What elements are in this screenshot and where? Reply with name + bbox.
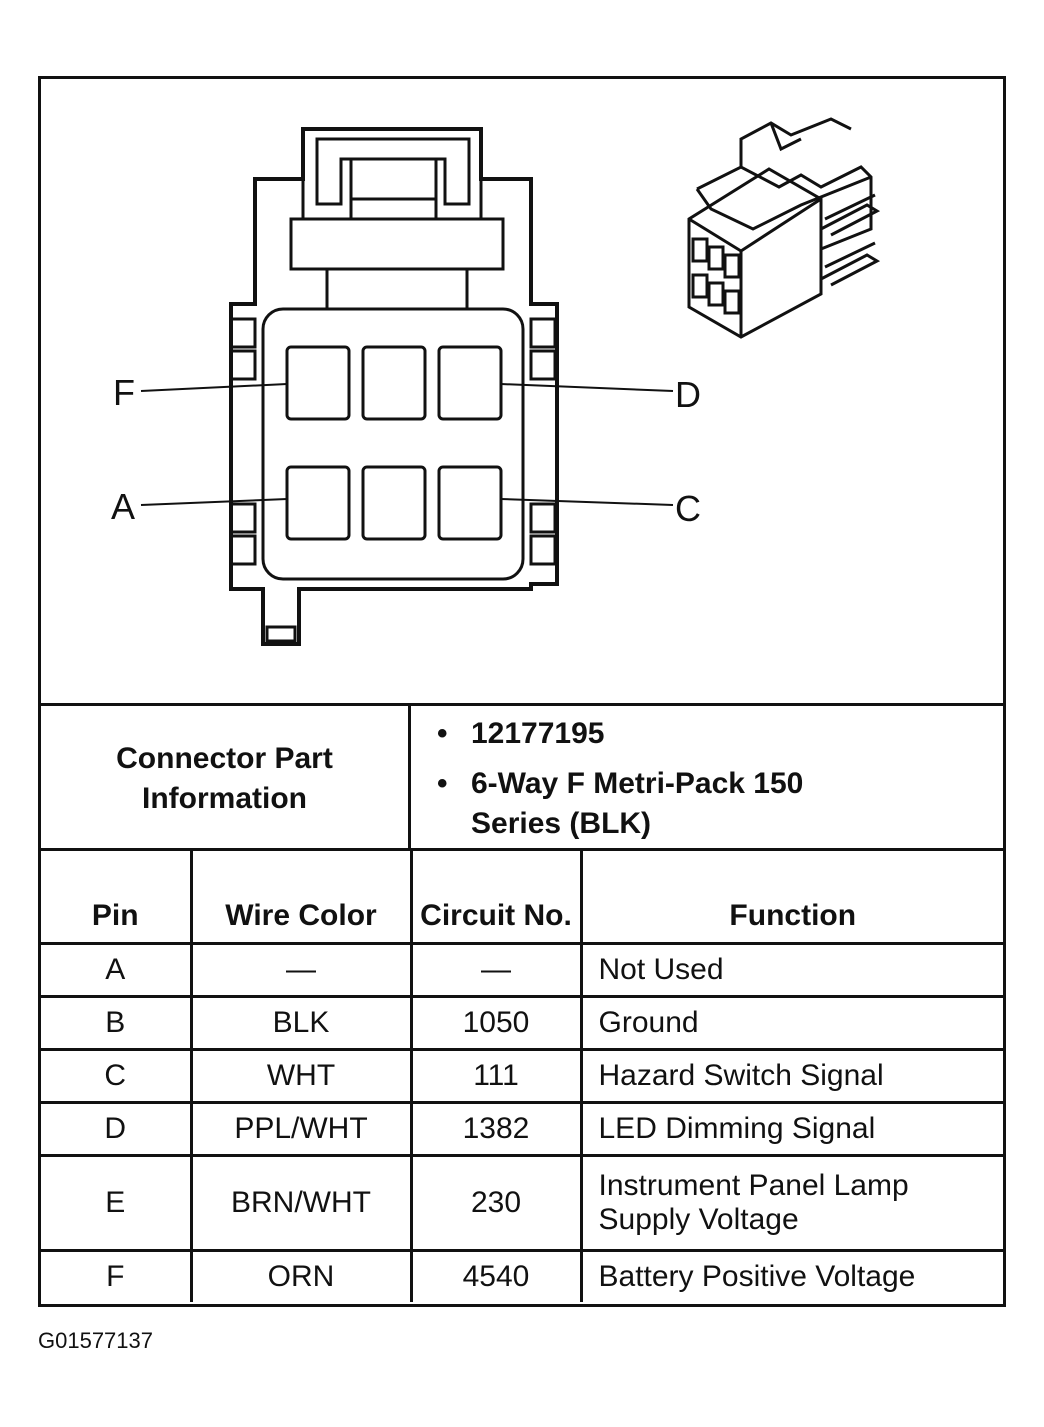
connector-part-info-row: Connector Part Information 12177195 6-Wa… xyxy=(41,703,1003,851)
leader-line-d xyxy=(500,383,674,392)
cell-pin: E xyxy=(41,1154,193,1252)
table-row: C WHT 111 Hazard Switch Signal xyxy=(41,1048,1003,1104)
cell-pin: B xyxy=(41,995,193,1051)
pin-cavity-d xyxy=(437,345,503,421)
table-row: F ORN 4540 Battery Positive Voltage xyxy=(41,1249,1003,1302)
connector-part-info-label: Connector Part Information xyxy=(116,741,333,815)
pin-cavity-e xyxy=(361,345,427,421)
connector-illustration-area: F D A C xyxy=(41,79,1003,703)
connector-housing-outline xyxy=(229,127,559,646)
cell-circuit-no: 1382 xyxy=(409,1101,583,1157)
connector-cavity xyxy=(261,307,525,581)
pin-label-lower-right: C xyxy=(675,488,701,529)
cell-wire-color: PPL/WHT xyxy=(189,1101,413,1157)
cell-circuit-no: 4540 xyxy=(409,1249,583,1302)
connector-diagram-frame: F D A C xyxy=(38,76,1006,1307)
cell-function: LED Dimming Signal xyxy=(579,1101,1003,1157)
pin-cavity-f xyxy=(285,345,351,421)
cell-pin: F xyxy=(41,1249,193,1302)
header-function: Function xyxy=(579,848,1003,945)
pin-label-lower-left: A xyxy=(111,486,135,527)
cell-circuit-no: 230 xyxy=(409,1154,583,1252)
cell-wire-color: BRN/WHT xyxy=(189,1154,413,1252)
header-wire-color: Wire Color xyxy=(189,848,413,945)
table-header-row: Pin Wire Color Circuit No. Function xyxy=(41,848,1003,945)
connector-description: 6-Way F Metri-Pack 150 Series (BLK) xyxy=(437,764,871,844)
header-circuit-no: Circuit No. xyxy=(409,848,583,945)
pin-cavity-c xyxy=(437,465,503,541)
cell-circuit-no: 111 xyxy=(409,1048,583,1104)
cell-function: Battery Positive Voltage xyxy=(579,1249,1003,1302)
table-row: E BRN/WHT 230 Instrument Panel Lamp Supp… xyxy=(41,1154,1003,1252)
pin-label-upper-right: D xyxy=(675,374,701,415)
cell-function: Instrument Panel Lamp Supply Voltage xyxy=(579,1154,1003,1252)
cell-function: Hazard Switch Signal xyxy=(579,1048,1003,1104)
part-number: 12177195 xyxy=(437,714,605,754)
leader-line-f xyxy=(140,383,288,392)
connector-isometric-view xyxy=(687,117,881,339)
table-row: B BLK 1050 Ground xyxy=(41,995,1003,1051)
cell-function: Ground xyxy=(579,995,1003,1051)
leader-line-c xyxy=(500,498,674,506)
connector-face-view: F D A C xyxy=(111,117,881,646)
cell-wire-color: — xyxy=(189,942,413,998)
cell-circuit-no: 1050 xyxy=(409,995,583,1051)
cell-circuit-no: — xyxy=(409,942,583,998)
table-row: D PPL/WHT 1382 LED Dimming Signal xyxy=(41,1101,1003,1157)
pinout-table: Pin Wire Color Circuit No. Function A — … xyxy=(41,848,1003,1302)
cell-wire-color: WHT xyxy=(189,1048,413,1104)
cell-pin: A xyxy=(41,942,193,998)
cell-pin: C xyxy=(41,1048,193,1104)
cell-pin: D xyxy=(41,1101,193,1157)
pin-cavity-b xyxy=(361,465,427,541)
figure-id: G01577137 xyxy=(38,1328,153,1353)
cell-wire-color: BLK xyxy=(189,995,413,1051)
header-pin: Pin xyxy=(41,848,193,945)
pin-label-upper-left: F xyxy=(113,372,135,413)
connector-part-info-values-cell: 12177195 6-Way F Metri-Pack 150 Series (… xyxy=(411,706,1003,851)
cell-function: Not Used xyxy=(579,942,1003,998)
table-row: A — — Not Used xyxy=(41,942,1003,998)
connector-part-info-label-cell: Connector Part Information xyxy=(41,706,411,851)
pin-cavity-a xyxy=(285,465,351,541)
cell-wire-color: ORN xyxy=(189,1249,413,1302)
leader-line-a xyxy=(140,498,288,506)
